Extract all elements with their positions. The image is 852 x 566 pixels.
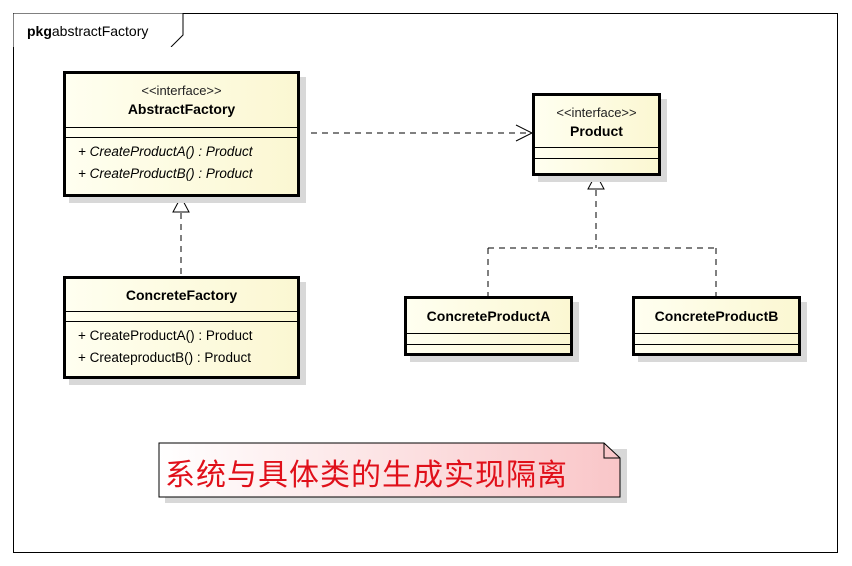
operations: + CreateProductA() : Product + Createpro… <box>66 321 297 369</box>
package-frame <box>13 13 838 553</box>
stereotype: <<interface>> <box>141 83 222 98</box>
class-name: ConcreteFactory <box>125 287 238 303</box>
class-abstract-factory[interactable]: <<interface>> AbstractFactory + CreatePr… <box>63 71 300 197</box>
note-text: 系统与具体类的生成实现隔离 <box>165 458 568 493</box>
class-concrete-product-a[interactable]: ConcreteProductA <box>404 296 573 356</box>
class-concrete-factory[interactable]: ConcreteFactory + CreateProductA() : Pro… <box>63 276 300 379</box>
package-tab <box>13 13 184 47</box>
operation: + CreateProductB() : Product <box>78 166 253 181</box>
stereotype: <<interface>> <box>556 105 637 120</box>
operation: + CreateProductA() : Product <box>78 144 253 159</box>
package-label: pkgabstractFactory <box>27 23 148 39</box>
operation: + CreateproductB() : Product <box>78 350 251 365</box>
operations: + CreateProductA() : Product + CreatePro… <box>66 137 297 185</box>
class-concrete-product-b[interactable]: ConcreteProductB <box>632 296 801 356</box>
class-product[interactable]: <<interface>> Product <box>532 93 661 176</box>
class-name: AbstractFactory <box>127 101 236 117</box>
class-name: ConcreteProductB <box>654 308 779 324</box>
operation: + CreateProductA() : Product <box>78 328 253 343</box>
triangle-arrow-head <box>587 172 605 190</box>
class-name: ConcreteProductA <box>426 308 551 324</box>
note[interactable] <box>158 442 628 504</box>
triangle-arrow-head <box>172 195 190 213</box>
package-keyword: pkg <box>27 23 52 39</box>
class-name: Product <box>570 123 623 139</box>
package-name: abstractFactory <box>51 23 149 39</box>
